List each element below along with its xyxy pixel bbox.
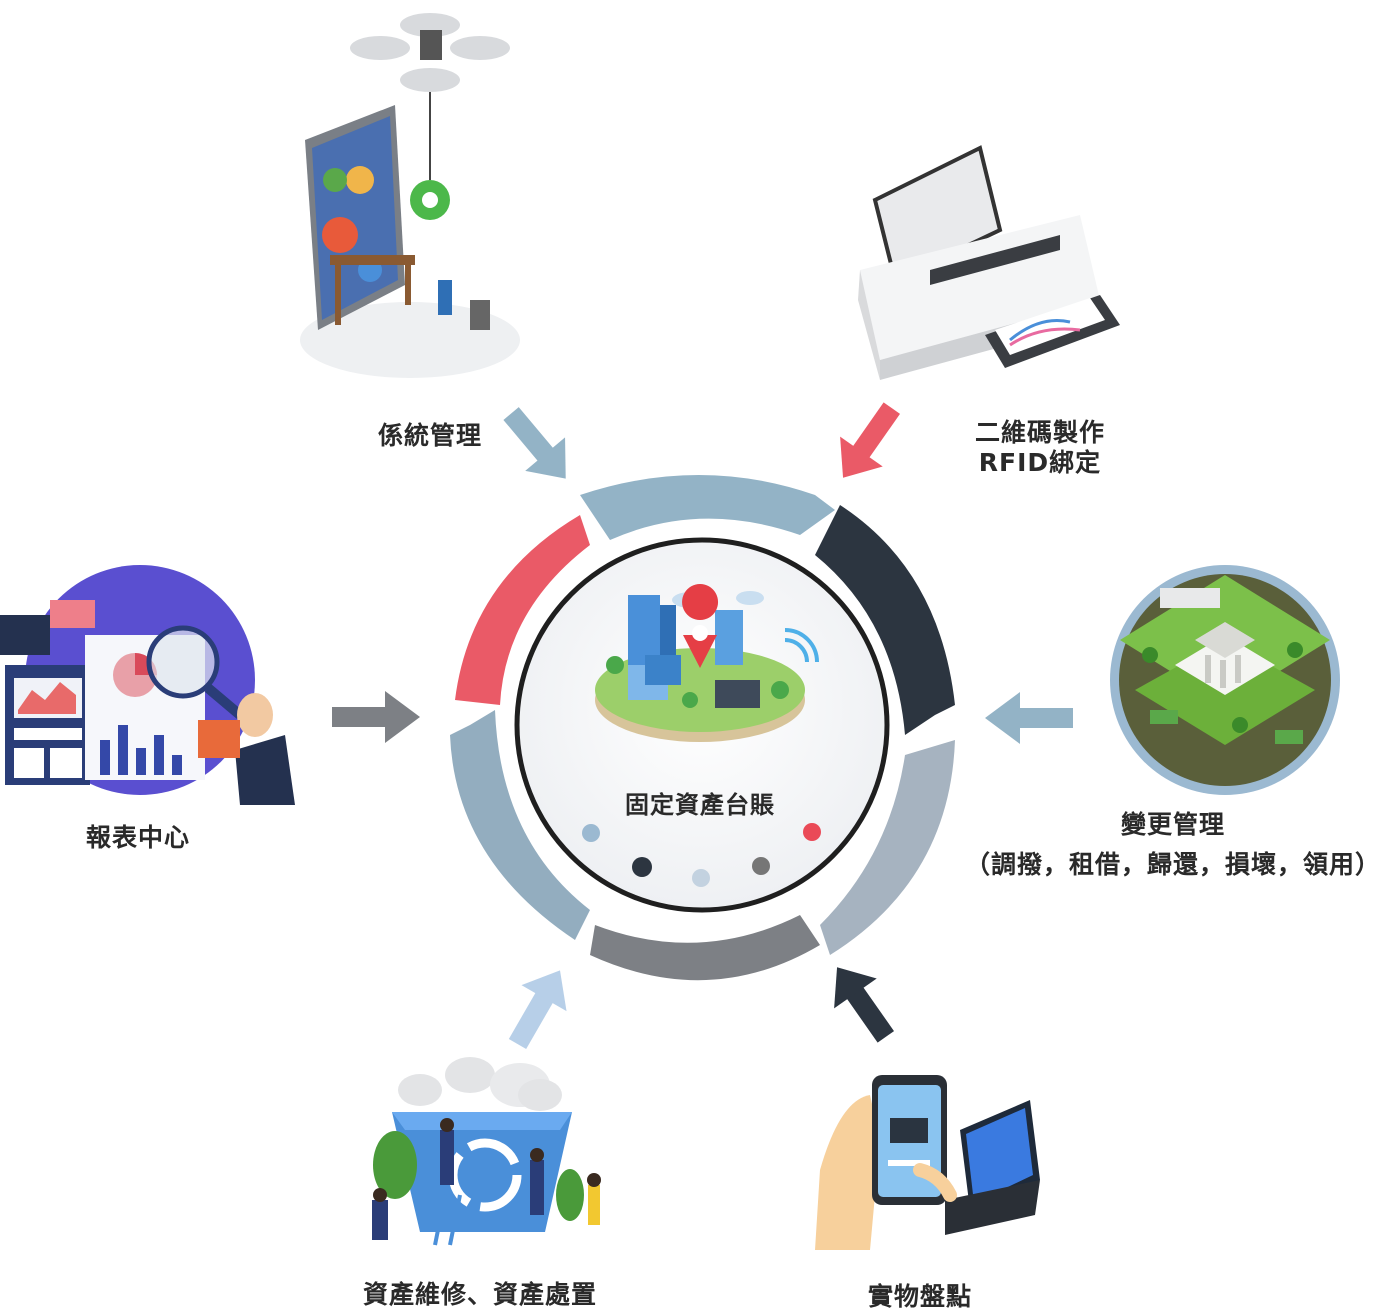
label-inventory-text: 實物盤點 (867, 1282, 972, 1311)
gear-icon (346, 166, 374, 194)
ring-segment-right-bottom (820, 740, 955, 955)
arrow-inventory-to-center (834, 967, 895, 1043)
center-dots (582, 823, 821, 887)
magnifier-icon (146, 625, 220, 699)
report-dashboard-illustration (0, 565, 295, 805)
ring-segment-top (580, 475, 835, 540)
arrow-change-to-center (985, 692, 1073, 744)
dot-dark (632, 857, 652, 877)
arrow-system-to-center (503, 407, 566, 479)
label-inventory: 實物盤點 (820, 1282, 1020, 1312)
system-management-illustration (300, 13, 520, 378)
center-title: 固定資產台賬 (625, 791, 775, 819)
label-system-management: 係統管理 (330, 421, 530, 451)
label-qrcode-rfid: 二維碼製作 RFID綁定 (940, 418, 1140, 478)
label-report-center: 報表中心 (38, 823, 238, 853)
dot-pale (692, 869, 710, 887)
label-system-management-text: 係統管理 (377, 421, 482, 450)
label-maintenance-disposal: 資產維修、資產處置 (330, 1280, 630, 1310)
dot-light-blue (582, 824, 600, 842)
cycle-ring (450, 475, 955, 981)
dot-gray (752, 857, 770, 875)
label-qrcode-text: 二維碼製作 (974, 418, 1105, 447)
arrow-maintenance-to-center (508, 970, 567, 1049)
ring-segment-left-bottom (450, 710, 590, 940)
label-maintenance-text: 資產維修、資產處置 (362, 1280, 597, 1309)
gear-icon (322, 217, 358, 253)
recycling-illustration (372, 1057, 601, 1246)
scanning-illustration (815, 1075, 1040, 1250)
label-change-management: 變更管理 （調撥，租借，歸還，損壞，領用） (958, 810, 1388, 880)
label-change-management-title: 變更管理 (1120, 810, 1225, 839)
label-report-center-text: 報表中心 (85, 823, 190, 852)
ring-segment-left-top (455, 515, 590, 705)
arrow-report-to-center (332, 691, 420, 743)
gear-icon (323, 168, 347, 192)
ring-segment-bottom (590, 915, 820, 981)
dot-red (803, 823, 821, 841)
printer-illustration (858, 145, 1120, 380)
ring-segment-right-top (815, 505, 955, 735)
label-change-management-detail: （調撥，租借，歸還，損壞，領用） (964, 850, 1381, 879)
arrow-qrcode-to-center (840, 402, 901, 478)
city-block-illustration (1110, 565, 1340, 795)
city-map-illustration (595, 584, 819, 742)
label-rfid-text: RFID綁定 (978, 448, 1102, 477)
